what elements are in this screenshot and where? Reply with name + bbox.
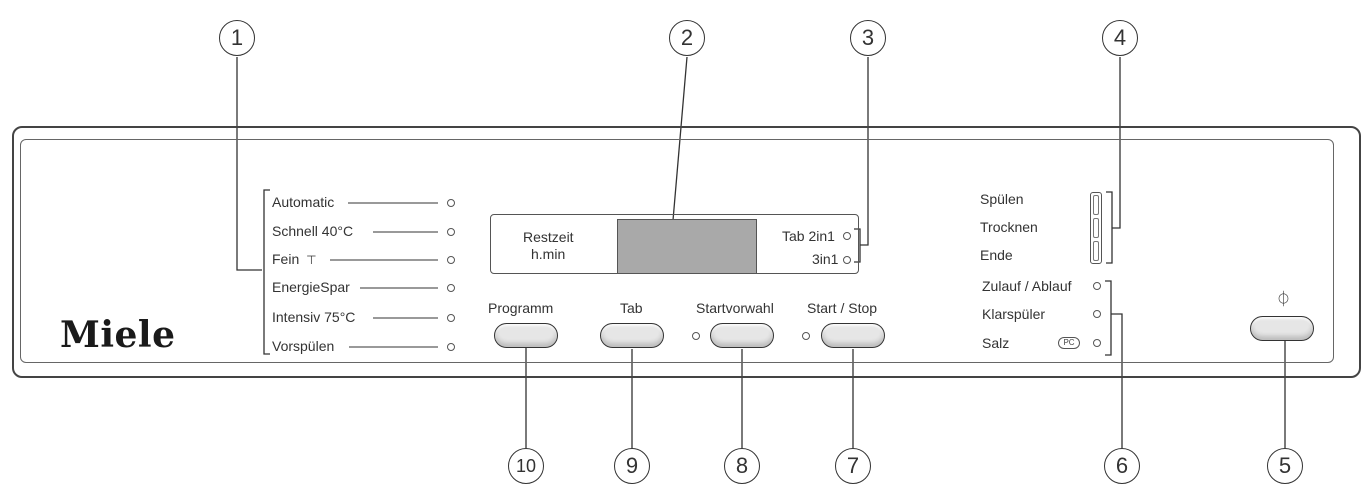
callout-10: 10 <box>508 448 544 484</box>
led-vorspuelen <box>447 343 455 351</box>
led-startstop <box>802 332 810 340</box>
startstop-button-label: Start / Stop <box>807 300 878 316</box>
led-fein <box>447 256 455 264</box>
callout-7: 7 <box>835 448 871 484</box>
restzeit-label: Restzeit <box>523 229 574 245</box>
led-startvorwahl <box>692 332 700 340</box>
led-salz <box>1093 339 1101 347</box>
programm-button[interactable] <box>494 323 558 348</box>
tab-2in1-label: Tab 2in1 <box>782 228 835 244</box>
miele-logo: Miele <box>60 314 176 356</box>
led-tab-3in1 <box>843 256 851 264</box>
restzeit-unit: h.min <box>531 246 566 262</box>
program-fein: Fein ⊤ <box>272 251 317 267</box>
program-progress-bar <box>1090 192 1102 264</box>
tab-3in1-label: 3in1 <box>812 251 839 267</box>
program-energiespar: EnergieSpar <box>272 279 350 295</box>
indicator-klarspueler: Klarspüler <box>982 306 1046 322</box>
power-icon: ⏀ <box>1276 291 1292 308</box>
led-schnell <box>447 228 455 236</box>
callout-8: 8 <box>724 448 760 484</box>
tab-button-label: Tab <box>620 300 643 316</box>
pc-icon: PC <box>1058 337 1080 349</box>
program-fein-label: Fein <box>272 251 300 267</box>
startvorwahl-button[interactable] <box>710 323 774 348</box>
callout-6: 6 <box>1104 448 1140 484</box>
led-energiespar <box>447 284 455 292</box>
program-automatic: Automatic <box>272 194 335 210</box>
led-klarspueler <box>1093 310 1101 318</box>
progress-segment-spuelen <box>1093 195 1099 215</box>
callout-9: 9 <box>614 448 650 484</box>
startvorwahl-button-label: Startvorwahl <box>696 300 774 316</box>
callout-2: 2 <box>669 20 705 56</box>
led-automatic <box>447 199 455 207</box>
tab-button[interactable] <box>600 323 664 348</box>
indicator-salz: Salz <box>982 335 1010 351</box>
wine-glass-icon: ⊤ <box>306 253 317 267</box>
program-schnell: Schnell 40°C <box>272 223 354 239</box>
callout-4: 4 <box>1102 20 1138 56</box>
led-zulauf-ablauf <box>1093 282 1101 290</box>
time-display <box>617 219 757 274</box>
startstop-button[interactable] <box>821 323 885 348</box>
callout-5: 5 <box>1267 448 1303 484</box>
control-panel <box>12 126 1361 378</box>
progress-segment-trocknen <box>1093 218 1099 238</box>
power-button[interactable] <box>1250 316 1314 341</box>
led-intensiv <box>447 314 455 322</box>
control-panel-inner <box>20 139 1334 363</box>
status-trocknen: Trocknen <box>980 219 1038 235</box>
status-spuelen: Spülen <box>980 191 1024 207</box>
progress-segment-ende <box>1093 241 1099 261</box>
status-ende: Ende <box>980 247 1013 263</box>
indicator-zulauf-ablauf: Zulauf / Ablauf <box>982 278 1072 294</box>
led-tab-2in1 <box>843 232 851 240</box>
programm-button-label: Programm <box>488 300 554 316</box>
callout-3: 3 <box>850 20 886 56</box>
program-vorspuelen: Vorspülen <box>272 338 335 354</box>
callout-1: 1 <box>219 20 255 56</box>
program-intensiv: Intensiv 75°C <box>272 309 356 325</box>
